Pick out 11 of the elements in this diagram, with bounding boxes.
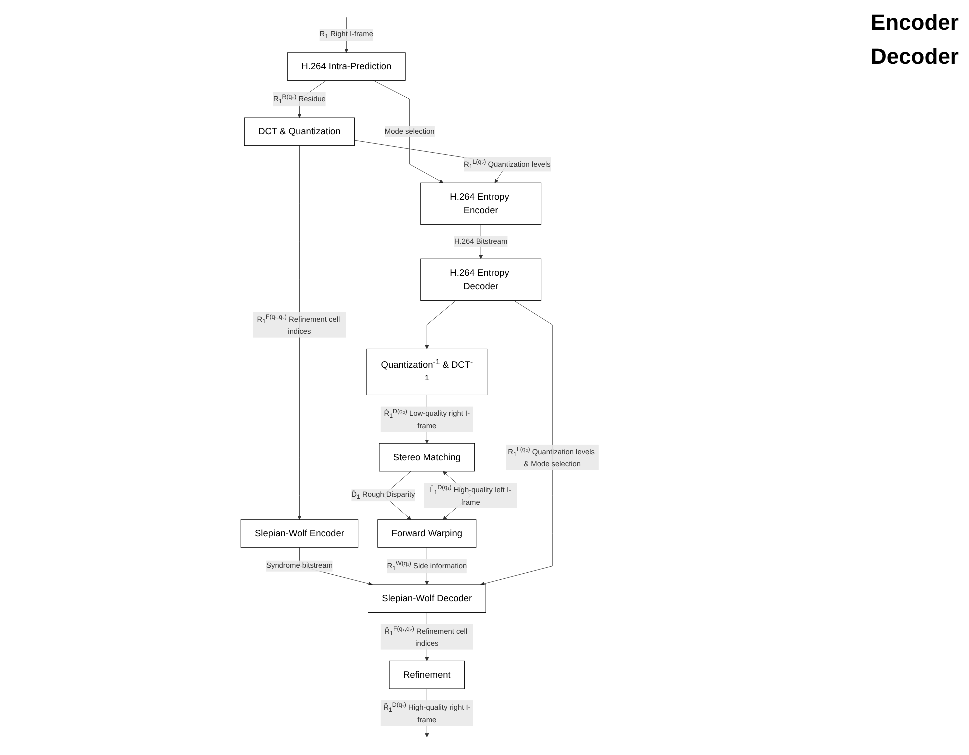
node-box: Forward Warping [378,520,477,548]
node-box: DCT & Quantization [244,118,355,146]
node-box: Slepian-Wolf Decoder [368,584,486,613]
node-box: H.264 Intra-Prediction [287,52,406,81]
node-box: H.264 Entropy Decoder [420,258,542,302]
node-box: Slepian-Wolf Encoder [240,520,359,548]
node-box: Stereo Matching [379,443,476,472]
node-box: H.264 Entropy Encoder [420,182,542,226]
node-box: Refinement [389,660,465,690]
section-label: Decoder [870,44,959,70]
section-label: Encoder [870,10,959,36]
